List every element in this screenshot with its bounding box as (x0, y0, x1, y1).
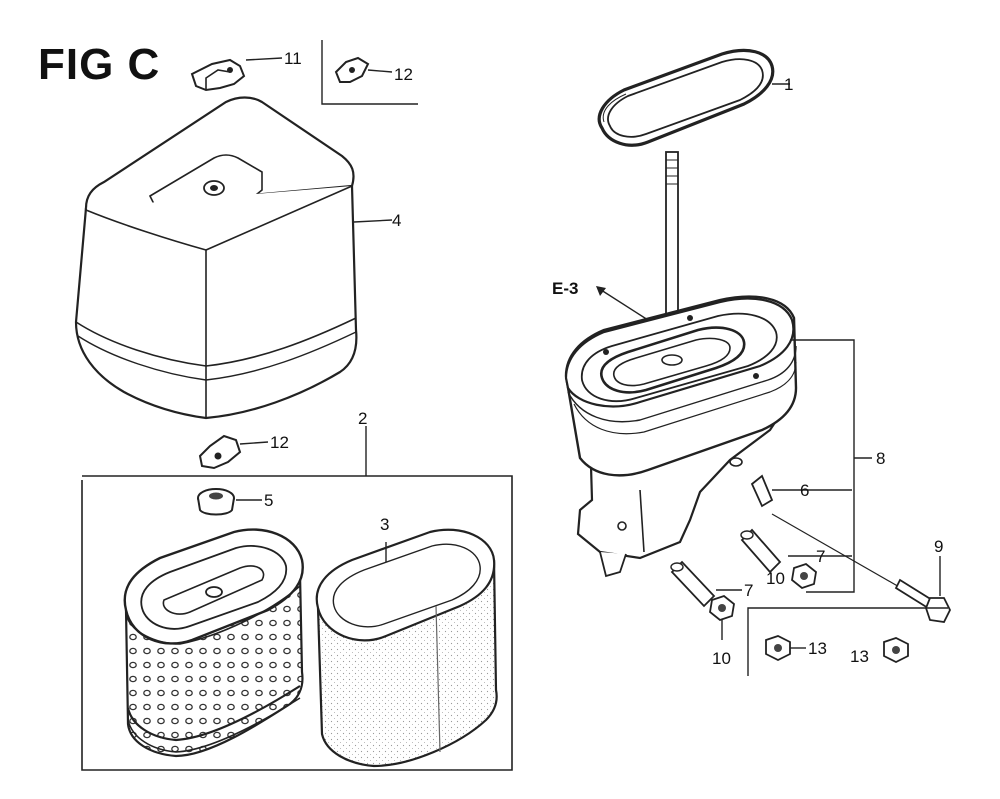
figure-title: FIG C (38, 40, 161, 89)
callout-13-left: 13 (808, 639, 827, 658)
callout-10-upper: 10 (766, 569, 785, 588)
callout-4: 4 (392, 211, 401, 230)
pipe-part-7-upper (740, 528, 852, 574)
reference-arrow (596, 286, 649, 321)
pre-filter-part-3 (315, 528, 498, 768)
reference-label: E-3 (552, 279, 578, 298)
flange-nut-group-13 (747, 607, 948, 676)
callout-7-lower: 7 (744, 581, 753, 600)
callout-12-upper: 12 (394, 65, 413, 84)
callout-labels: 1 2 3 4 5 6 7 7 8 9 10 10 11 12 12 13 13… (264, 49, 943, 668)
callout-5: 5 (264, 491, 273, 510)
grommet-part-5 (197, 488, 262, 516)
air-cleaner-case-part-8 (564, 151, 872, 593)
wing-nut-part-12-top (321, 40, 418, 105)
air-filter-element (123, 528, 304, 758)
callout-1: 1 (784, 75, 793, 94)
callout-9: 9 (934, 537, 943, 556)
gasket-part-1 (597, 48, 790, 147)
assembly-frame-part-2 (81, 426, 513, 771)
nut-part-10-lower (709, 594, 735, 640)
callout-3: 3 (380, 515, 389, 534)
collar-part-6 (750, 474, 852, 508)
callout-2: 2 (358, 409, 367, 428)
callout-11: 11 (284, 49, 302, 68)
callout-12-lower: 12 (270, 433, 289, 452)
pipe-part-7-lower (670, 560, 742, 608)
wing-nut-part-12-lower (198, 434, 269, 470)
callout-7-upper: 7 (816, 547, 825, 566)
wing-nut-part-11 (190, 57, 283, 92)
callout-8: 8 (876, 449, 885, 468)
callout-6: 6 (800, 481, 809, 500)
callout-13-right: 13 (850, 647, 869, 666)
air-cleaner-cover-part-4 (74, 96, 393, 420)
nut-part-10-upper (791, 562, 817, 590)
callout-10-lower: 10 (712, 649, 731, 668)
